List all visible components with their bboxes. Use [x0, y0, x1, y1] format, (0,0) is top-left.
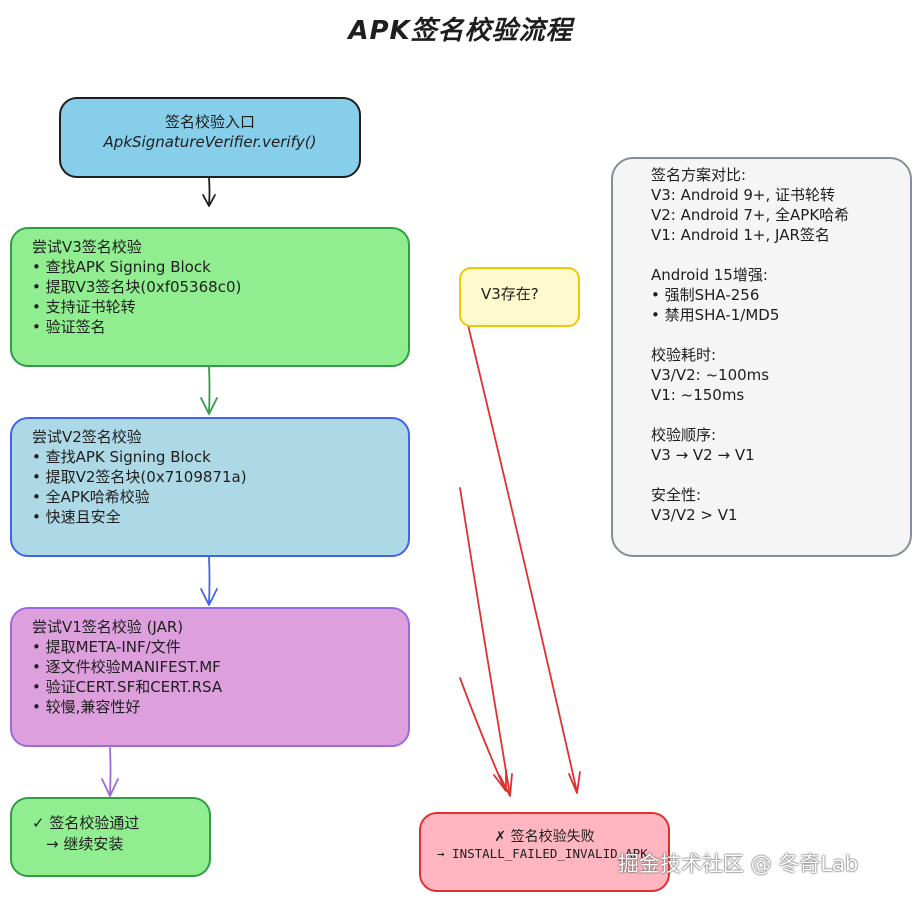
verify-pass-label: ✓ 签名校验通过 [32, 814, 140, 832]
v1-check-lines: 尝试V1签名校验 (JAR) • 提取META-INF/文件 • 逐文件校验MA… [32, 617, 222, 717]
notes-line: V2: Android 7+, 全APK哈希 [651, 206, 850, 224]
verify-pass-next: → 继续安装 [46, 835, 124, 853]
arrow-v2-to-v1 [200, 556, 218, 606]
v3-check-item: • 验证签名 [32, 318, 106, 336]
notes-line: Android 15增强: [651, 266, 768, 284]
v1-check-node: 尝试V1签名校验 (JAR) • 提取META-INF/文件 • 逐文件校验MA… [10, 607, 410, 747]
entry-node-label: 签名校验入口 [164, 113, 255, 131]
notes-line: • 禁用SHA-1/MD5 [651, 306, 780, 324]
v2-check-heading: 尝试V2签名校验 [32, 428, 142, 446]
v1-check-item: • 验证CERT.SF和CERT.RSA [32, 678, 223, 696]
verify-pass-node: ✓ 签名校验通过 → 继续安装 [10, 797, 211, 877]
v2-check-lines: 尝试V2签名校验 • 查找APK Signing Block • 提取V2签名块… [32, 427, 247, 527]
v3-check-heading: 尝试V3签名校验 [32, 238, 142, 256]
notes-line: V3 → V2 → V1 [651, 446, 755, 464]
watermark: 掘金技术社区 @ 冬奇Lab [618, 852, 859, 876]
v2-check-item: • 提取V2签名块(0x7109871a) [32, 468, 247, 486]
v1-check-item: • 逐文件校验MANIFEST.MF [32, 658, 221, 676]
v2-check-item: • 全APK哈希校验 [32, 488, 150, 506]
notes-line: V1: Android 1+, JAR签名 [651, 226, 830, 244]
v2-check-item: • 快速且安全 [32, 508, 121, 526]
entry-node-method: ApkSignatureVerifier.verify() [103, 133, 317, 151]
verify-fail-node: ✗ 签名校验失败 → INSTALL_FAILED_INVALID_APK [419, 812, 670, 892]
v2-check-item: • 查找APK Signing Block [32, 448, 211, 466]
v3-check-lines: 尝试V3签名校验 • 查找APK Signing Block • 提取V3签名块… [32, 237, 241, 337]
v3-exists-label: V3存在? [481, 285, 539, 303]
notes-line [651, 325, 849, 345]
v3-check-item: • 查找APK Signing Block [32, 258, 211, 276]
v3-check-item: • 支持证书轮转 [32, 298, 136, 316]
v3-check-item: • 提取V3签名块(0xf05368c0) [32, 278, 242, 296]
diagram-title: APK签名校验流程 [348, 16, 573, 46]
notes-line: • 强制SHA-256 [651, 286, 760, 304]
verify-fail-label: ✗ 签名校验失败 [494, 829, 595, 845]
notes-panel: 签名方案对比: V3: Android 9+, 证书轮转 V2: Android… [611, 157, 912, 557]
v1-check-item: • 提取META-INF/文件 [32, 638, 181, 656]
notes-line: V3/V2 > V1 [651, 506, 738, 524]
v3-check-node: 尝试V3签名校验 • 查找APK Signing Block • 提取V3签名块… [10, 227, 410, 367]
arrow-v2-fail [459, 677, 507, 792]
notes-line [651, 465, 849, 485]
arrow-entry-to-v3 [202, 177, 216, 207]
arrow-v1-to-pass [101, 747, 119, 797]
notes-line [651, 245, 849, 265]
notes-line: V1: ~150ms [651, 386, 745, 404]
v2-check-node: 尝试V2签名校验 • 查找APK Signing Block • 提取V2签名块… [10, 417, 410, 557]
arrow-decision-to-fail [460, 295, 581, 794]
v1-check-heading: 尝试V1签名校验 (JAR) [32, 618, 184, 636]
v3-exists-decision-node: V3存在? [459, 267, 580, 327]
notes-line: V3: Android 9+, 证书轮转 [651, 186, 836, 204]
entry-node: 签名校验入口 ApkSignatureVerifier.verify() [59, 97, 361, 178]
notes-line: 校验顺序: [651, 426, 717, 444]
arrow-v3-fail [459, 487, 513, 797]
notes-line: V3/V2: ~100ms [651, 366, 770, 384]
notes-line: 安全性: [651, 486, 702, 504]
arrow-v3-to-v2 [200, 366, 218, 415]
verify-fail-error-code: → INSTALL_FAILED_INVALID_APK [437, 846, 648, 861]
v1-check-item: • 较慢,兼容性好 [32, 698, 141, 716]
notes-line [651, 405, 849, 425]
notes-line: 校验耗时: [651, 346, 717, 364]
notes-lines: 签名方案对比: V3: Android 9+, 证书轮转 V2: Android… [651, 165, 849, 525]
notes-line: 签名方案对比: [651, 166, 747, 184]
